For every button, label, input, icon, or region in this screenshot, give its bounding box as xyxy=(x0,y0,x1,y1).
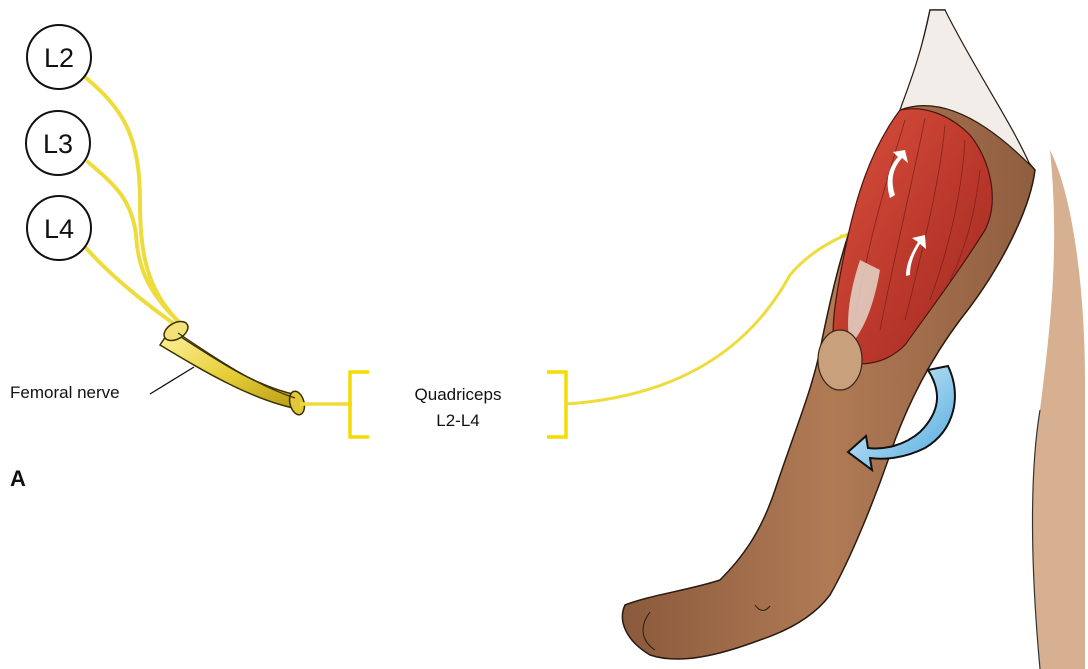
torso-edge xyxy=(1033,150,1086,669)
femoral-nerve-tube xyxy=(160,318,307,417)
muscle-name: Quadriceps xyxy=(415,385,502,404)
panel-letter: A xyxy=(10,466,26,491)
nerve-root-branches xyxy=(86,78,182,328)
muscle-roots: L2-L4 xyxy=(436,411,479,430)
femoral-nerve-leader xyxy=(150,367,194,394)
root-l4: L4 xyxy=(27,196,91,260)
patella xyxy=(818,330,862,390)
root-label: L3 xyxy=(43,129,73,159)
right-bracket xyxy=(547,372,566,437)
femoral-nerve-label: Femoral nerve xyxy=(10,383,120,402)
root-l2: L2 xyxy=(27,25,91,89)
root-l3: L3 xyxy=(26,111,90,175)
left-bracket xyxy=(350,372,369,437)
root-label: L2 xyxy=(44,43,74,73)
root-label: L4 xyxy=(44,214,74,244)
leg-illustration xyxy=(622,10,1035,659)
